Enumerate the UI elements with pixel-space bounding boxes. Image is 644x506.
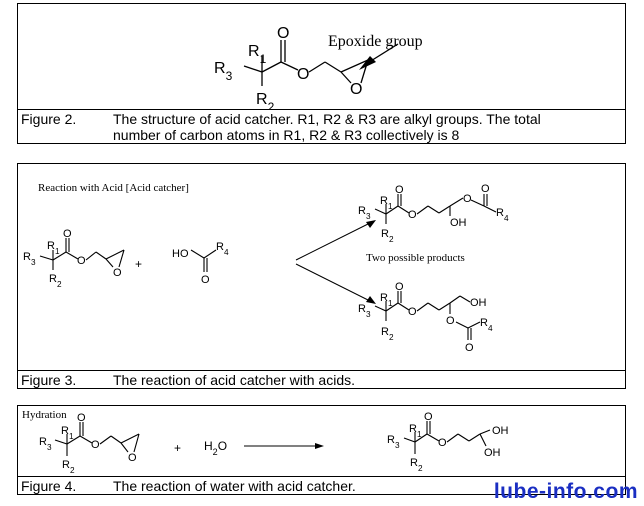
product-oh2: OH — [484, 447, 501, 459]
figure-4-panel: Hydration R3 R1 R2 O O O + H2O — [17, 405, 626, 495]
reactant-r2: R2 — [49, 273, 62, 289]
hydration-title: Hydration — [22, 409, 67, 421]
site-watermark: lube-info.com — [493, 480, 638, 503]
two-products-note: Two possible products — [366, 252, 465, 264]
r3-label: R3 — [214, 60, 233, 83]
epoxide-oxygen: O — [350, 81, 362, 98]
product-o2: O — [438, 437, 447, 449]
plus-sign: + — [135, 257, 142, 271]
product2-r2: R2 — [381, 326, 394, 342]
product1-o4: O — [481, 183, 490, 195]
reactant-o1: O — [63, 228, 72, 240]
reactant-r2: R2 — [62, 459, 75, 475]
r1-label: R1 — [248, 43, 267, 66]
caption-number: Figure 4. — [21, 478, 77, 494]
figure-3-caption: Figure 3. The reaction of acid catcher wi… — [18, 370, 625, 388]
carbonyl-oxygen: O — [277, 25, 289, 42]
reactant-r3: R3 — [39, 436, 52, 452]
water-label: H2O — [204, 439, 227, 457]
acid-catcher-structure: R3 R1 R2 O O O Epoxide group — [214, 25, 423, 114]
product-r2: R2 — [410, 457, 423, 473]
reactant-o1: O — [77, 412, 86, 424]
reaction-title: Reaction with Acid [Acid catcher] — [38, 182, 189, 194]
product2-oh: OH — [470, 297, 487, 309]
plus-sign: + — [174, 441, 181, 455]
product1-o2: O — [408, 209, 417, 221]
acid-r4: R4 — [216, 241, 229, 257]
reactant-o3: O — [113, 267, 122, 279]
epoxide-label: Epoxide group — [328, 33, 423, 50]
product2-o2: O — [408, 306, 417, 318]
product2-r3: R3 — [358, 303, 371, 319]
product-o1: O — [424, 411, 433, 423]
caption-text-line1: The structure of acid catcher. R1, R2 & … — [113, 111, 541, 127]
product-r3: R3 — [387, 434, 400, 450]
caption-text-line2: number of carbon atoms in R1, R2 & R3 co… — [113, 127, 460, 143]
ester-oxygen: O — [297, 66, 309, 83]
product2-o1: O — [395, 281, 404, 293]
caption-number: Figure 3. — [21, 372, 77, 388]
reactant-o2: O — [91, 439, 100, 451]
acid-o: O — [201, 274, 210, 286]
reactant-o2: O — [77, 255, 86, 267]
figure-2-panel: R3 R1 R2 O O O Epoxide group Figure 2. Th… — [17, 3, 626, 144]
reaction-with-acid-scheme: Reaction with Acid [Acid catcher] R3 R1 … — [23, 182, 509, 354]
figure-3-panel: Reaction with Acid [Acid catcher] R3 R1 … — [17, 163, 626, 389]
product1-r4: R4 — [496, 207, 509, 223]
product1-oh: OH — [450, 217, 467, 229]
acid-ho: HO — [172, 248, 189, 260]
hydration-scheme: Hydration R3 R1 R2 O O O + H2O — [22, 409, 509, 475]
product1-o3: O — [463, 193, 472, 205]
figure-2-caption: Figure 2. The structure of acid catcher. … — [18, 109, 625, 143]
product2-o3: O — [446, 315, 455, 327]
reactant-o3: O — [128, 452, 137, 464]
figure-4-caption: Figure 4. The reaction of water with acid… — [18, 476, 625, 494]
caption-text: The reaction of water with acid catcher. — [113, 478, 356, 494]
product2-o4: O — [465, 342, 474, 354]
caption-text: The reaction of acid catcher with acids. — [113, 372, 356, 388]
product1-r3: R3 — [358, 205, 371, 221]
product1-o1: O — [395, 184, 404, 196]
product2-r4: R4 — [480, 317, 493, 333]
caption-number: Figure 2. — [21, 111, 77, 127]
reactant-r3: R3 — [23, 251, 36, 267]
product-oh1: OH — [492, 425, 509, 437]
product1-r2: R2 — [381, 228, 394, 244]
